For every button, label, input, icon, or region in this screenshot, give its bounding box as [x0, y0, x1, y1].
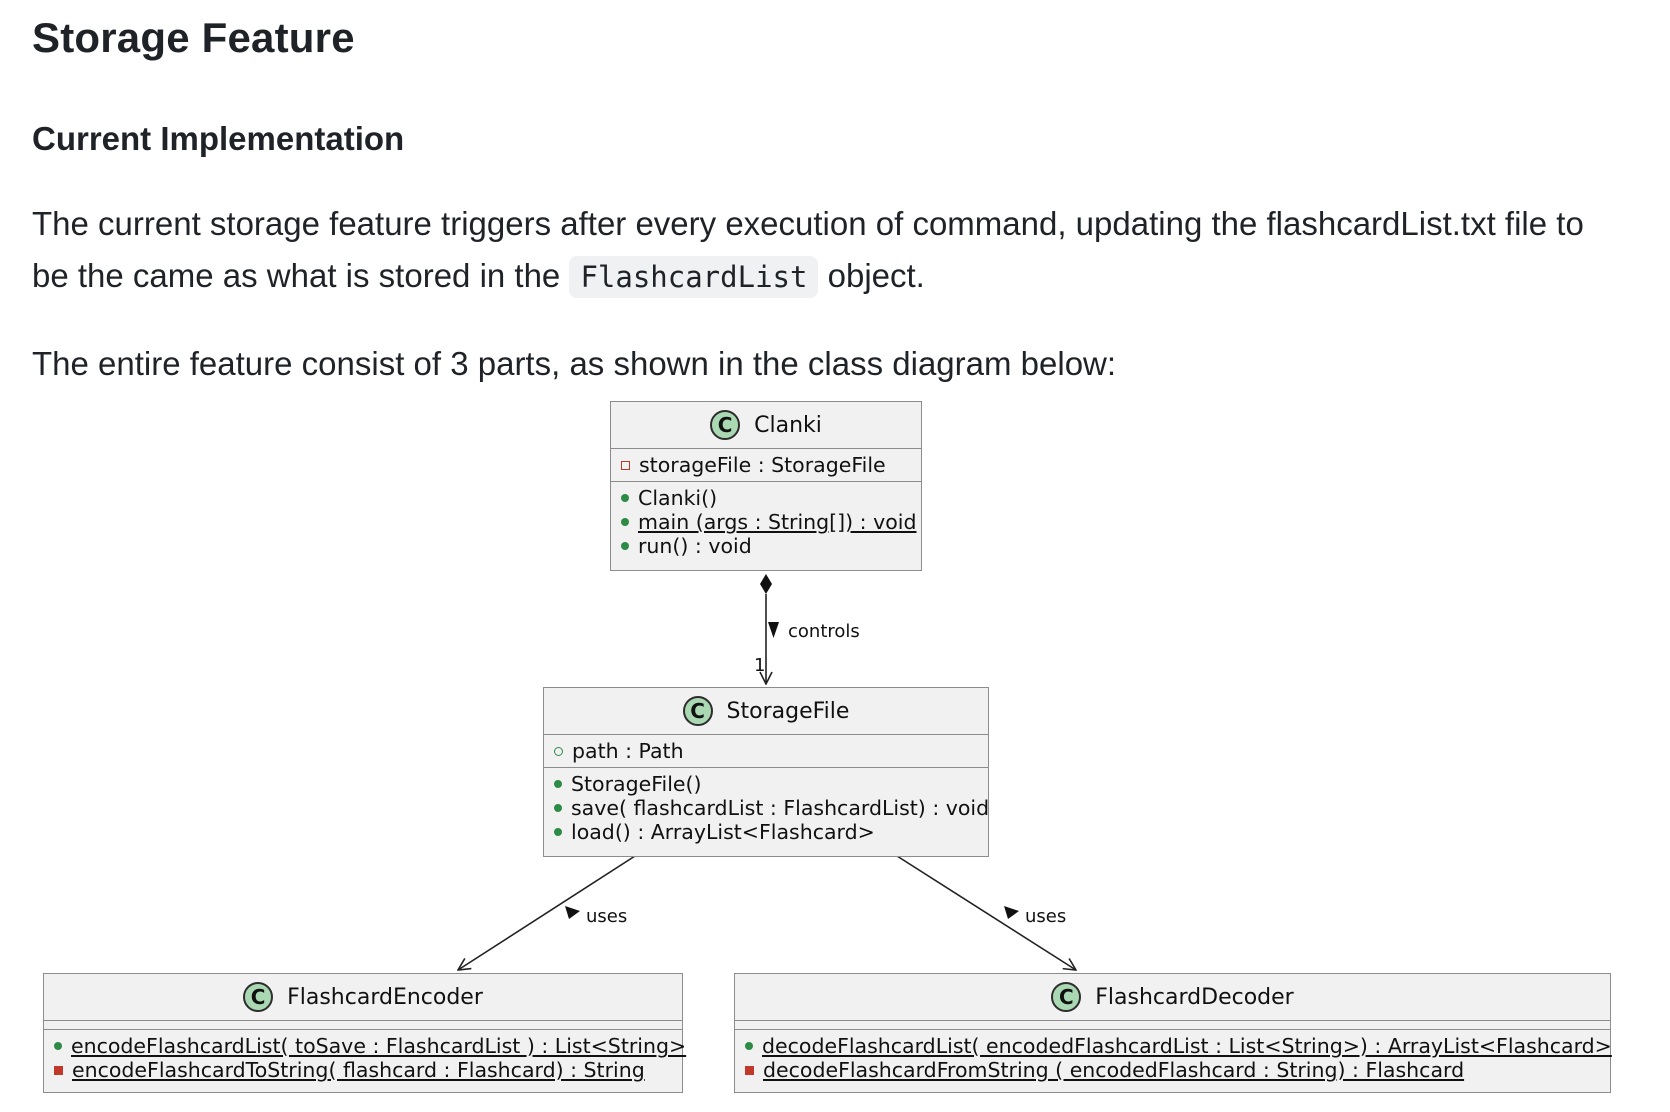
method-row: encodeFlashcardToString( flashcard : Fla… — [54, 1058, 672, 1082]
class-fields — [735, 1021, 1610, 1030]
method-row: StorageFile() — [554, 772, 978, 796]
class-name: StorageFile — [726, 698, 850, 724]
method-text: main (args : String[]) : void — [638, 510, 917, 534]
inline-code: FlashcardList — [569, 256, 819, 298]
class-header: C FlashcardDecoder — [735, 974, 1610, 1021]
class-storagefile: C StorageFile path : Path StorageFile() … — [543, 687, 989, 857]
method-text: Clanki() — [638, 486, 718, 510]
class-flashcardencoder: C FlashcardEncoder encodeFlashcardList( … — [43, 973, 686, 1093]
method-text: load() : ArrayList<Flashcard> — [571, 820, 875, 844]
method-text: decodeFlashcardList( encodedFlashcardLis… — [762, 1034, 1612, 1058]
page-title: Storage Feature — [32, 14, 355, 61]
method-row: Clanki() — [621, 486, 911, 510]
class-methods: Clanki() main (args : String[]) : void r… — [611, 482, 921, 562]
controls-label: controls — [788, 621, 860, 642]
method-row: decodeFlashcardList( encodedFlashcardLis… — [745, 1034, 1612, 1058]
method-row: run() : void — [621, 534, 911, 558]
public-method-icon — [554, 780, 562, 788]
diagram-intro-paragraph: The entire feature consist of 3 parts, a… — [32, 345, 1117, 382]
class-methods: decodeFlashcardList( encodedFlashcardLis… — [735, 1030, 1612, 1086]
uses-right-edge — [896, 855, 1076, 970]
class-header: C Clanki — [611, 402, 921, 449]
intro-paragraph: The current storage feature triggers aft… — [32, 198, 1592, 303]
field-row: path : Path — [554, 739, 978, 763]
class-header: C FlashcardEncoder — [44, 974, 682, 1021]
method-text: decodeFlashcardFromString ( encodedFlash… — [763, 1058, 1465, 1082]
class-methods: StorageFile() save( flashcardList : Flas… — [544, 768, 989, 848]
class-methods: encodeFlashcardList( toSave : FlashcardL… — [44, 1030, 686, 1086]
method-text: StorageFile() — [571, 772, 702, 796]
class-badge-icon: C — [710, 410, 741, 440]
class-name: Clanki — [754, 412, 822, 438]
composition-diamond — [760, 574, 772, 594]
method-text: encodeFlashcardToString( flashcard : Fla… — [72, 1058, 645, 1082]
class-flashcarddecoder: C FlashcardDecoder decodeFlashcardList( … — [734, 973, 1612, 1093]
package-field-icon — [554, 746, 563, 756]
method-row: load() : ArrayList<Flashcard> — [554, 820, 978, 844]
method-row: encodeFlashcardList( toSave : FlashcardL… — [54, 1034, 686, 1058]
method-row: save( flashcardList : FlashcardList) : v… — [554, 796, 989, 820]
class-name: FlashcardDecoder — [1095, 984, 1294, 1010]
uses-left-edge — [458, 855, 636, 970]
uses-left-label: uses — [586, 906, 627, 927]
controls-direction-icon — [768, 622, 779, 638]
field-text: path : Path — [572, 739, 684, 763]
public-method-icon — [745, 1042, 753, 1050]
public-method-icon — [554, 804, 562, 812]
private-method-icon — [54, 1065, 63, 1075]
method-row: main (args : String[]) : void — [621, 510, 917, 534]
controls-multiplicity: 1 — [754, 655, 765, 676]
class-badge-icon: C — [1051, 982, 1082, 1012]
public-method-icon — [554, 828, 562, 836]
private-method-icon — [745, 1065, 754, 1075]
method-text: save( flashcardList : FlashcardList) : v… — [571, 796, 990, 820]
public-method-icon — [54, 1042, 62, 1050]
intro-text-end: object. — [827, 257, 925, 294]
section-heading: Current Implementation — [32, 120, 405, 157]
method-row: decodeFlashcardFromString ( encodedFlash… — [745, 1058, 1600, 1082]
method-text: encodeFlashcardList( toSave : FlashcardL… — [71, 1034, 687, 1058]
field-text: storageFile : StorageFile — [639, 453, 886, 477]
class-badge-icon: C — [682, 696, 713, 726]
public-method-icon — [621, 542, 629, 550]
class-clanki: C Clanki storageFile : StorageFile Clank… — [610, 401, 922, 571]
private-field-icon — [621, 460, 630, 470]
public-method-icon — [621, 518, 629, 526]
method-text: run() : void — [638, 534, 752, 558]
public-method-icon — [621, 494, 629, 502]
class-name: FlashcardEncoder — [287, 984, 483, 1010]
class-badge-icon: C — [243, 982, 274, 1012]
class-header: C StorageFile — [544, 688, 988, 735]
class-fields: path : Path — [544, 735, 988, 768]
class-fields — [44, 1021, 682, 1030]
uses-left-direction-icon — [565, 906, 580, 919]
uses-right-direction-icon — [1004, 906, 1019, 919]
intro-text: The current storage feature triggers aft… — [32, 205, 1584, 294]
class-fields: storageFile : StorageFile — [611, 449, 921, 482]
uses-right-label: uses — [1025, 906, 1066, 927]
field-row: storageFile : StorageFile — [621, 453, 911, 477]
